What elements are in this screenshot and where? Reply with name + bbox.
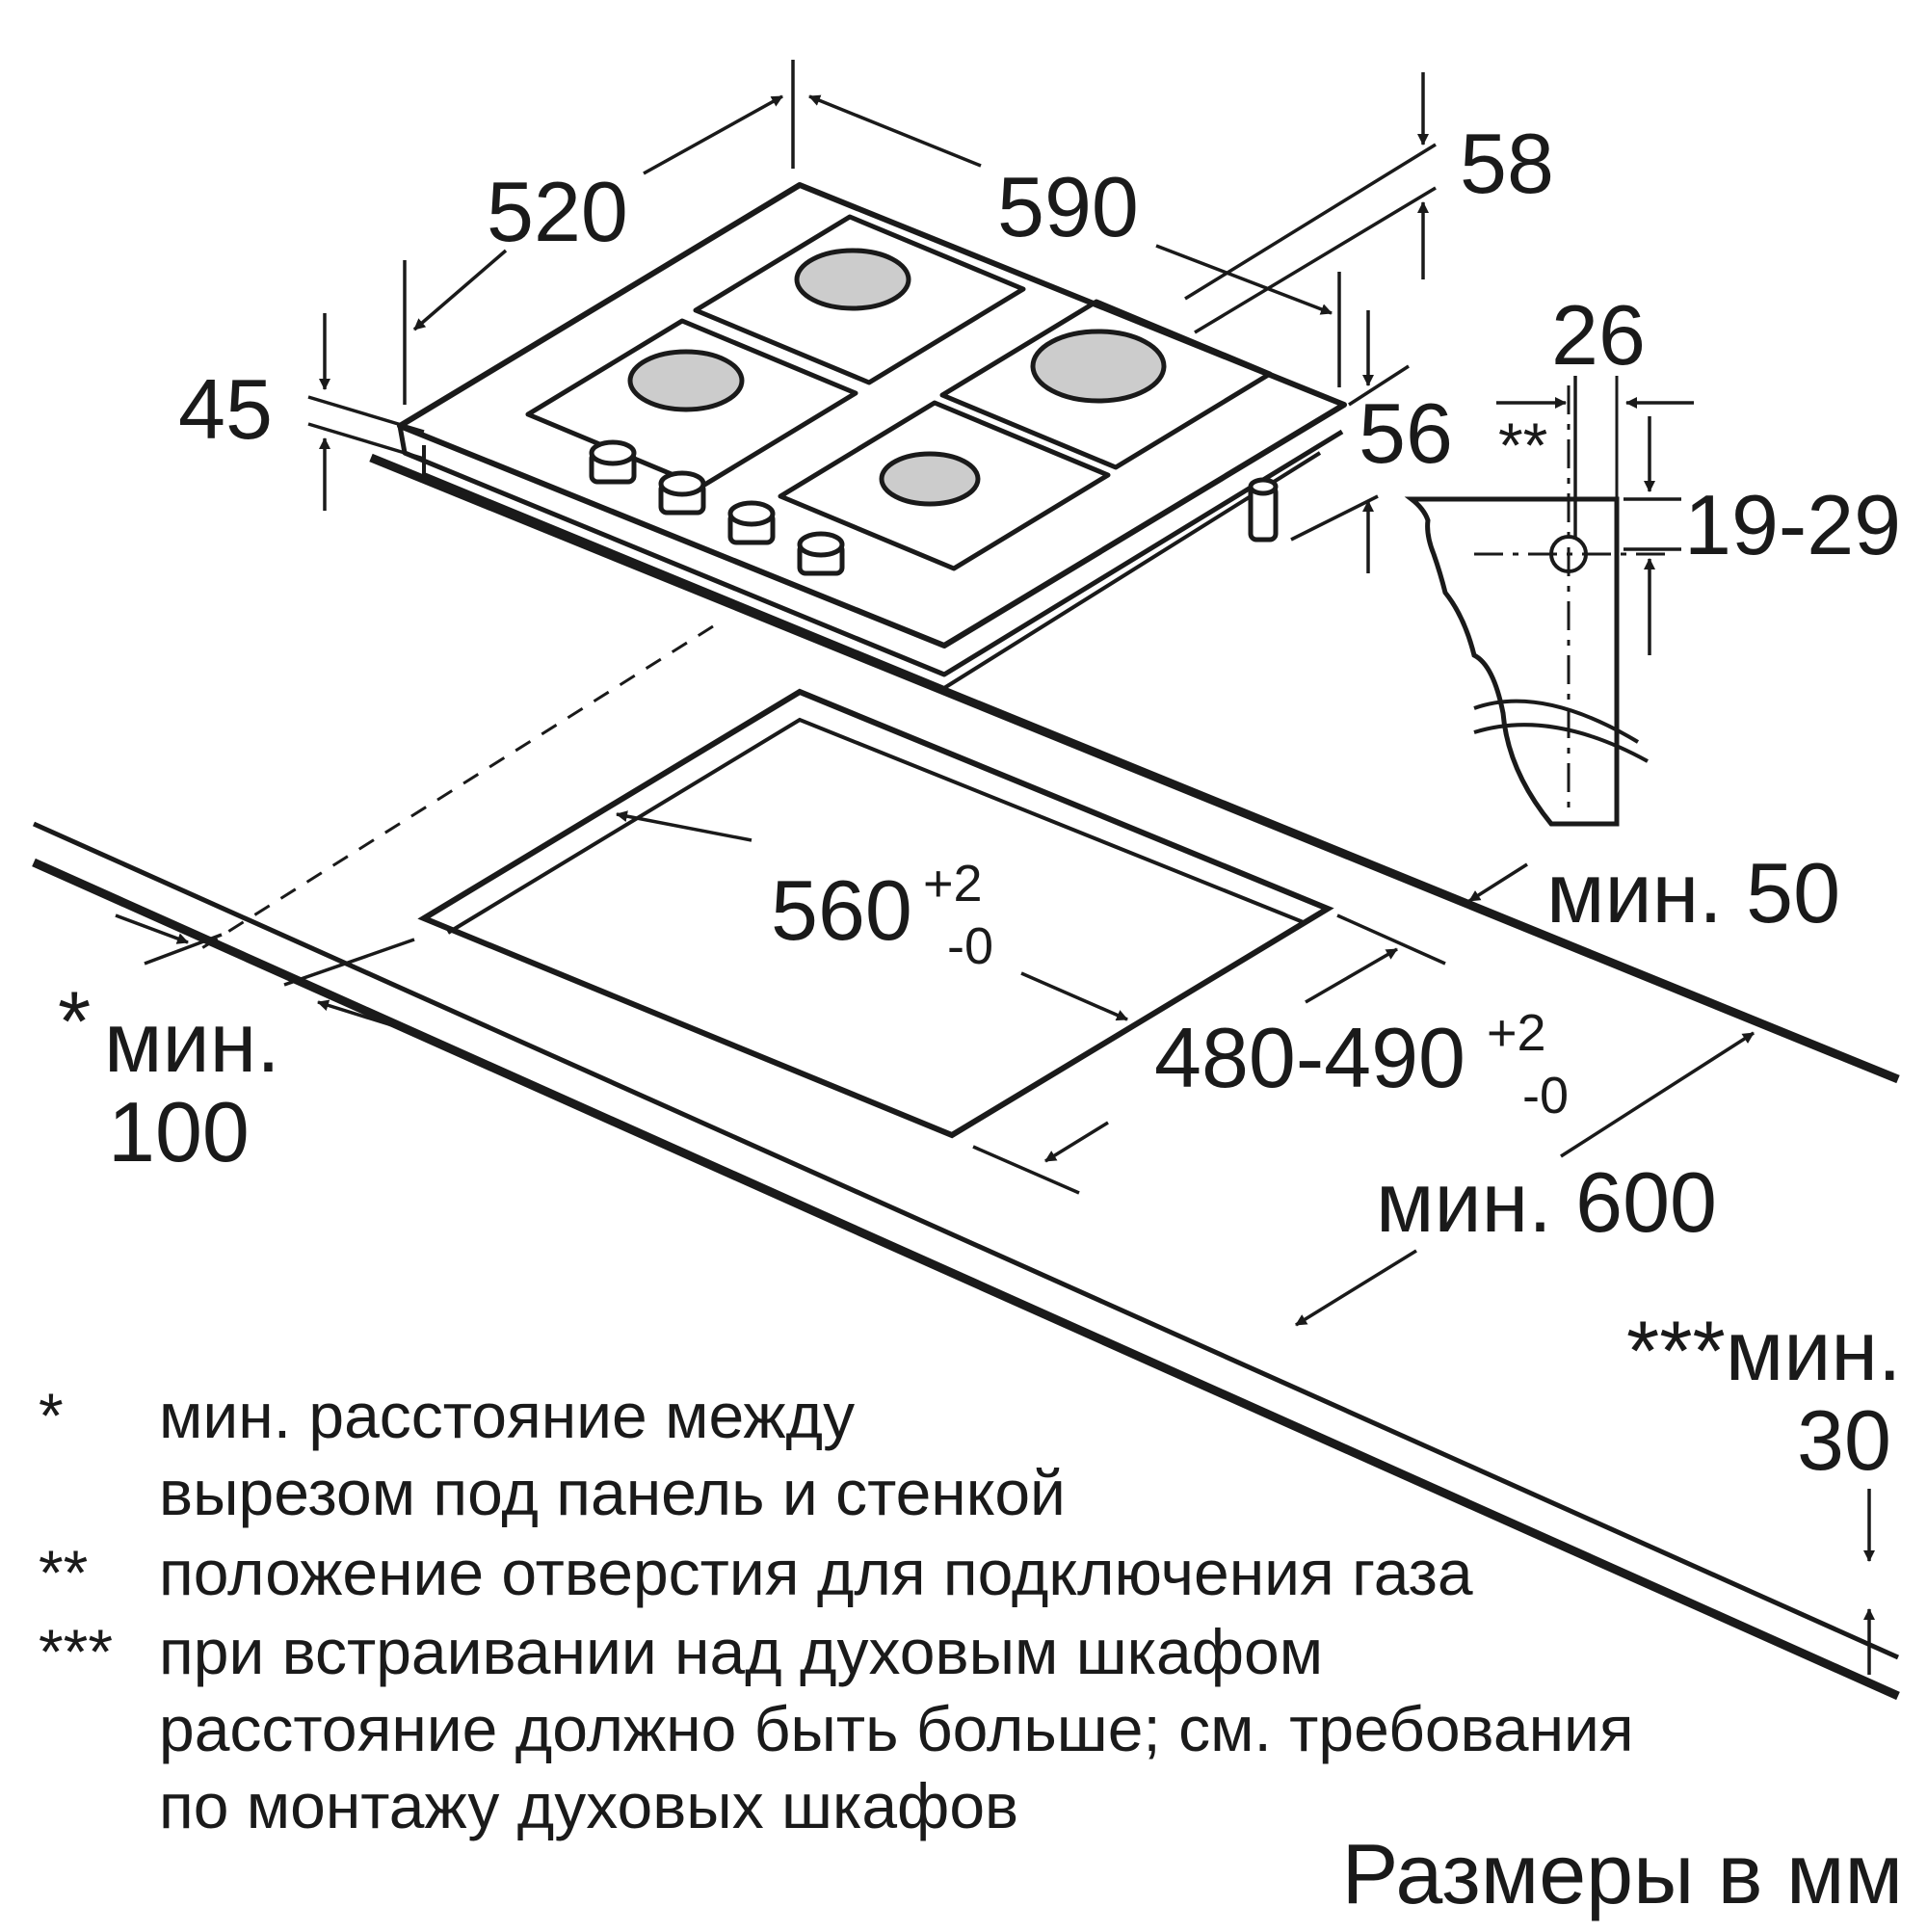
gas-hob bbox=[397, 182, 1347, 690]
note-1-line-2: вырезом под панель и стенкой bbox=[159, 1457, 1066, 1528]
dimension-lines bbox=[115, 60, 1875, 1675]
note-1-line-1: мин. расстояние между bbox=[159, 1380, 855, 1451]
dim-min-30-label: ***мин. bbox=[1626, 1303, 1901, 1398]
gas-connection-detail bbox=[1404, 376, 1667, 827]
dim-26: 26 bbox=[1551, 287, 1646, 383]
note-3-line-1: при встраивании над духовым шкафом bbox=[159, 1616, 1323, 1687]
note-1-marker: * bbox=[39, 1380, 64, 1451]
dim-560-tolerance-upper: +2 bbox=[923, 855, 983, 913]
dim-min-100-label: мин. bbox=[104, 994, 280, 1090]
burner-cap-4 bbox=[879, 451, 981, 507]
note-2-marker: ** bbox=[39, 1537, 88, 1608]
dim-560: 560 bbox=[771, 862, 912, 958]
dim-45: 45 bbox=[178, 361, 273, 457]
cutout bbox=[417, 688, 1334, 1139]
dim-min-50: мин. 50 bbox=[1546, 845, 1840, 940]
dim-480-490: 480-490 bbox=[1154, 1010, 1465, 1105]
burner-cap-3 bbox=[1030, 329, 1167, 404]
dim-520: 520 bbox=[487, 164, 628, 259]
dim-58: 58 bbox=[1460, 116, 1554, 211]
dim-min-600: мин. 600 bbox=[1376, 1154, 1717, 1250]
footnote-marker-1: * bbox=[58, 973, 91, 1069]
units-label: Размеры в мм bbox=[1342, 1826, 1903, 1921]
note-3-line-3: по монтажу духовых шкафов bbox=[159, 1770, 1018, 1841]
dim-480-tolerance-upper: +2 bbox=[1487, 1004, 1546, 1062]
dim-56: 56 bbox=[1359, 385, 1453, 481]
dim-19-29: 19-29 bbox=[1684, 477, 1901, 572]
dim-min-30-value: 30 bbox=[1797, 1392, 1891, 1488]
burner-cap-2 bbox=[627, 349, 745, 412]
dim-480-tolerance-lower: -0 bbox=[1522, 1067, 1569, 1125]
note-2-line-1: положение отверстия для подключения газа bbox=[159, 1537, 1473, 1608]
dim-560-tolerance-lower: -0 bbox=[947, 917, 993, 975]
gas-position-marker: ** bbox=[1498, 410, 1547, 481]
note-3-marker: *** bbox=[39, 1616, 113, 1687]
control-knobs bbox=[589, 439, 1279, 576]
burner-cap-1 bbox=[794, 248, 911, 311]
note-3-line-2: расстояние должно быть больше; см. требо… bbox=[159, 1693, 1634, 1764]
footnotes: * мин. расстояние между вырезом под пане… bbox=[39, 1380, 1634, 1841]
dim-590: 590 bbox=[997, 159, 1139, 254]
dim-min-100-value: 100 bbox=[108, 1084, 250, 1179]
